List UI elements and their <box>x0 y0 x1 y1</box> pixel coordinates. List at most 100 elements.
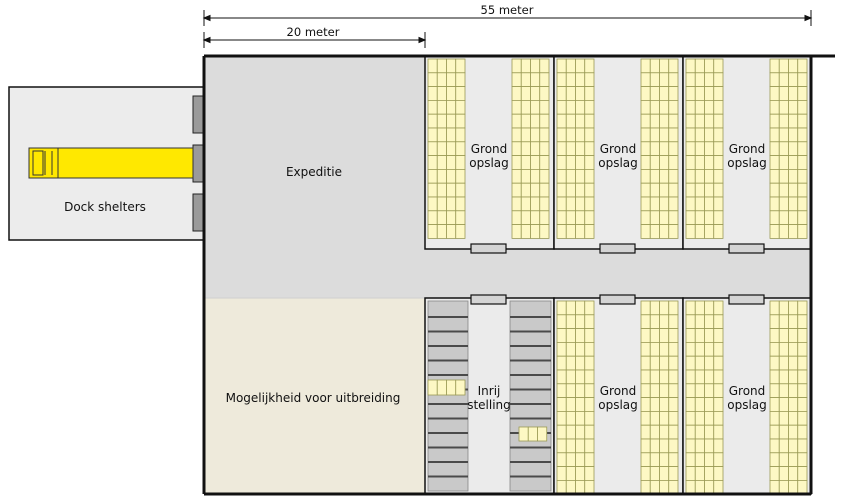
pallet <box>640 397 651 412</box>
pallet <box>797 452 808 467</box>
pallet <box>769 341 780 357</box>
pallet <box>668 452 679 467</box>
pallet <box>575 100 586 115</box>
pallet <box>694 452 705 467</box>
pallet <box>694 72 705 88</box>
pallet <box>584 355 595 371</box>
pallet <box>539 168 550 184</box>
pallet <box>565 355 576 371</box>
pallet <box>520 196 531 212</box>
pallet <box>778 100 789 115</box>
pallet <box>640 72 651 88</box>
pallet <box>520 141 531 157</box>
pallet <box>694 328 705 343</box>
pallet <box>575 397 586 412</box>
pallet <box>556 397 567 412</box>
pallet <box>556 72 567 88</box>
pallet <box>455 100 466 115</box>
pallet <box>556 438 567 454</box>
pallet <box>694 210 705 226</box>
pallet <box>446 72 457 88</box>
dock-door <box>192 95 204 134</box>
pallet <box>565 141 576 157</box>
pallet <box>668 100 679 115</box>
pallet <box>668 341 679 357</box>
pallet <box>520 127 531 143</box>
pallet <box>427 155 438 170</box>
pallet <box>584 452 595 467</box>
pallet <box>530 58 541 74</box>
pallet <box>575 113 586 129</box>
pallet <box>455 58 466 74</box>
pallet <box>565 210 576 226</box>
pallet <box>575 155 586 170</box>
pallet <box>556 168 567 184</box>
pallet <box>575 355 586 371</box>
pallet <box>427 86 438 101</box>
pallet <box>520 155 531 170</box>
pallet <box>511 141 522 157</box>
pallet <box>455 196 466 212</box>
pallet <box>778 452 789 467</box>
pallet <box>713 410 724 426</box>
pallet <box>694 466 705 481</box>
pallet <box>455 182 466 198</box>
pallet <box>713 72 724 88</box>
pallet <box>694 369 705 385</box>
pallet <box>685 438 696 454</box>
pallet <box>704 341 715 357</box>
pallet <box>556 314 567 329</box>
pallet <box>713 397 724 412</box>
pallet <box>685 479 696 495</box>
pallet <box>455 72 466 88</box>
pallet <box>713 314 724 329</box>
top-gates <box>470 243 765 254</box>
pallet <box>530 210 541 226</box>
pallet <box>640 127 651 143</box>
pallet <box>511 196 522 212</box>
gate <box>599 243 636 254</box>
pallet <box>704 369 715 385</box>
pallet <box>778 141 789 157</box>
pallet <box>713 341 724 357</box>
pallet <box>575 210 586 226</box>
pallet <box>659 328 670 343</box>
pallet <box>769 314 780 329</box>
pallet <box>694 410 705 426</box>
dimension-overall-width-label: 55 meter <box>481 3 534 17</box>
pallet <box>778 314 789 329</box>
pallet <box>427 113 438 129</box>
pallet <box>659 72 670 88</box>
pallet <box>640 300 651 316</box>
pallet <box>649 155 660 170</box>
pallet <box>769 182 780 198</box>
pallet <box>649 210 660 226</box>
pallet <box>704 410 715 426</box>
pallet <box>668 127 679 143</box>
pallet <box>685 155 696 170</box>
pallet <box>659 58 670 74</box>
pallet <box>769 466 780 481</box>
pallet <box>649 369 660 385</box>
pallet <box>556 410 567 426</box>
pallet <box>530 182 541 198</box>
pallet <box>797 58 808 74</box>
pallet <box>713 155 724 170</box>
pallet <box>788 341 799 357</box>
pallet <box>584 438 595 454</box>
pallet <box>694 479 705 495</box>
pallet <box>520 182 531 198</box>
pallet <box>575 424 586 440</box>
pallet <box>797 210 808 226</box>
pallet <box>640 113 651 129</box>
pallet <box>704 127 715 143</box>
pallet <box>575 141 586 157</box>
pallet <box>685 397 696 412</box>
pallet <box>649 355 660 371</box>
pallet <box>797 141 808 157</box>
pallet <box>649 452 660 467</box>
zone-top-right-label-1: Grond <box>729 142 766 156</box>
pallet <box>511 155 522 170</box>
pallet <box>575 72 586 88</box>
pallet <box>713 328 724 343</box>
